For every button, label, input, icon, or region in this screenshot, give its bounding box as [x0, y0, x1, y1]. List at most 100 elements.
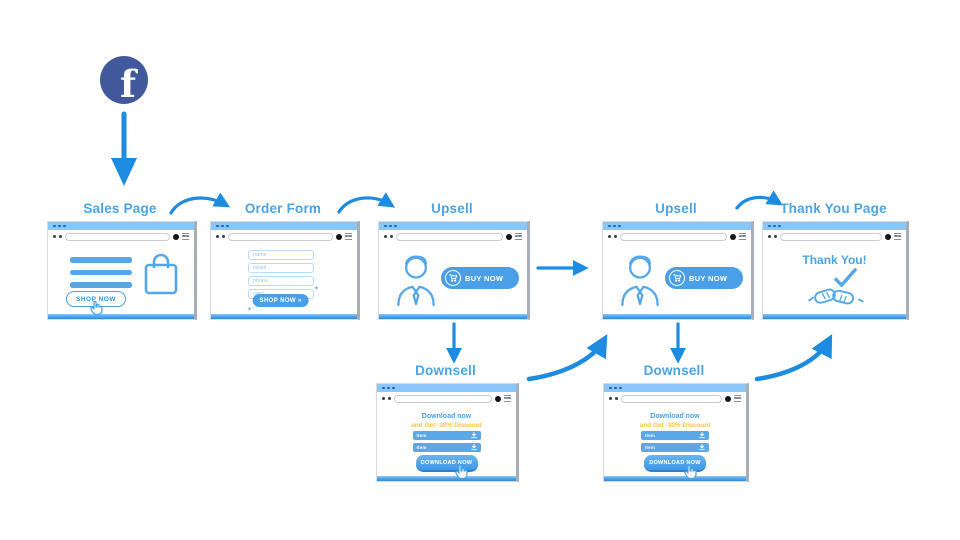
discount-subheading: and Get -30% Discount [411, 422, 482, 429]
phone-field[interactable]: phone [248, 276, 314, 286]
chevron-right-icon: » [297, 297, 302, 304]
back-icon[interactable] [609, 397, 612, 400]
shop-now-submit-button[interactable]: SHOP NOW » [252, 294, 309, 307]
arrow-upsell2-to-thankyou [735, 190, 784, 210]
window-footer-bar [603, 314, 751, 319]
menu-icon[interactable] [515, 233, 522, 240]
forward-icon[interactable] [390, 235, 393, 238]
order-fields: name email phone card [211, 250, 351, 302]
arrow-downsell1-to-upsell2 [526, 334, 608, 382]
upsell1-window: BUY NOW [378, 221, 530, 320]
menu-icon[interactable] [504, 395, 511, 402]
hand-cursor-icon [455, 465, 468, 479]
forward-icon[interactable] [615, 397, 618, 400]
person-icon [621, 255, 659, 307]
download-icon [470, 444, 477, 451]
window-footer-bar [604, 476, 746, 481]
profile-icon[interactable] [173, 233, 179, 240]
buy-now-label: BUY NOW [465, 273, 504, 283]
profile-icon[interactable] [725, 395, 731, 402]
upsell1-title: Upsell [431, 201, 473, 216]
item-label: Item [645, 432, 656, 438]
menu-icon[interactable] [894, 233, 901, 240]
window-titlebar [377, 384, 516, 392]
downsell1-window: Download now and Get -30% Discount Item … [376, 383, 519, 482]
arrow-order-to-upsell [337, 192, 396, 214]
profile-icon[interactable] [495, 395, 501, 402]
forward-icon[interactable] [774, 235, 777, 238]
order-form-title: Order Form [244, 201, 322, 216]
item-label: Item [416, 432, 427, 438]
download-item-row[interactable]: Item [412, 431, 481, 440]
window-addressbar [763, 230, 906, 243]
profile-icon[interactable] [336, 233, 342, 240]
menu-icon[interactable] [734, 395, 741, 402]
facebook-letter: f [120, 62, 136, 106]
upsell2-title: Upsell [655, 201, 697, 216]
window-footer-bar [211, 314, 357, 319]
back-icon[interactable] [382, 397, 385, 400]
upsell2-window: BUY NOW [602, 221, 754, 320]
profile-icon[interactable] [885, 233, 891, 240]
handshake-check-icon [807, 268, 864, 305]
url-bar[interactable] [228, 232, 333, 241]
window-addressbar [603, 230, 751, 243]
window-titlebar [379, 222, 527, 230]
url-bar[interactable] [65, 232, 170, 241]
menu-icon[interactable] [182, 233, 189, 240]
window-titlebar [211, 222, 357, 230]
item-label: Item [416, 444, 427, 450]
email-field[interactable]: email [248, 263, 314, 273]
profile-icon[interactable] [506, 233, 512, 240]
window-footer-bar [763, 314, 906, 319]
facebook-icon[interactable]: f [100, 56, 148, 104]
back-icon[interactable] [608, 235, 611, 238]
downsell1-title: Downsell [415, 363, 476, 378]
downsell2-window: Download now and Get -30% Discount Item … [603, 383, 749, 482]
sales-page-window: SHOP NOW [47, 221, 197, 320]
url-bar[interactable] [396, 232, 503, 241]
download-now-button[interactable]: DOWNLOAD NOW [415, 455, 478, 470]
window-titlebar [763, 222, 906, 230]
buy-now-button[interactable]: BUY NOW [441, 267, 519, 289]
discount-subheading: and Get -30% Discount [639, 422, 711, 429]
back-icon[interactable] [216, 235, 219, 238]
menu-icon[interactable] [739, 233, 746, 240]
sparkle-icon: ✦ [247, 307, 253, 313]
hand-cursor-icon [90, 301, 103, 315]
url-bar[interactable] [620, 232, 727, 241]
back-icon[interactable] [768, 235, 771, 238]
forward-icon[interactable] [614, 235, 617, 238]
forward-icon[interactable] [388, 397, 391, 400]
buy-now-button[interactable]: BUY NOW [665, 267, 743, 289]
download-item-row[interactable]: Item [641, 443, 709, 452]
order-form-window: name email phone card ✦ SHOP NOW » ✦ [210, 221, 360, 320]
back-icon[interactable] [53, 235, 56, 238]
thank-you-window: Thank You! [762, 221, 909, 320]
shopping-bag-icon [144, 253, 178, 295]
window-titlebar [48, 222, 194, 230]
forward-icon[interactable] [222, 235, 225, 238]
download-item-row[interactable]: Item [412, 443, 481, 452]
download-icon [470, 432, 477, 439]
download-heading: Download now [421, 413, 472, 420]
forward-icon[interactable] [59, 235, 62, 238]
text-placeholder-lines [70, 257, 132, 295]
url-bar[interactable] [621, 394, 722, 403]
url-bar[interactable] [394, 394, 492, 403]
url-bar[interactable] [780, 232, 882, 241]
menu-icon[interactable] [345, 233, 352, 240]
cart-icon [669, 270, 685, 286]
profile-icon[interactable] [730, 233, 736, 240]
window-addressbar [211, 230, 357, 243]
arrow-sales-to-order [169, 192, 231, 215]
download-heading: Download now [650, 413, 700, 420]
sales-page-title: Sales Page [83, 201, 157, 216]
name-field[interactable]: name [248, 250, 314, 260]
sparkle-icon: ✦ [314, 286, 320, 292]
shop-now-label: SHOP NOW [259, 297, 296, 304]
cart-icon [445, 270, 461, 286]
download-item-row[interactable]: Item [641, 431, 709, 440]
back-icon[interactable] [384, 235, 387, 238]
